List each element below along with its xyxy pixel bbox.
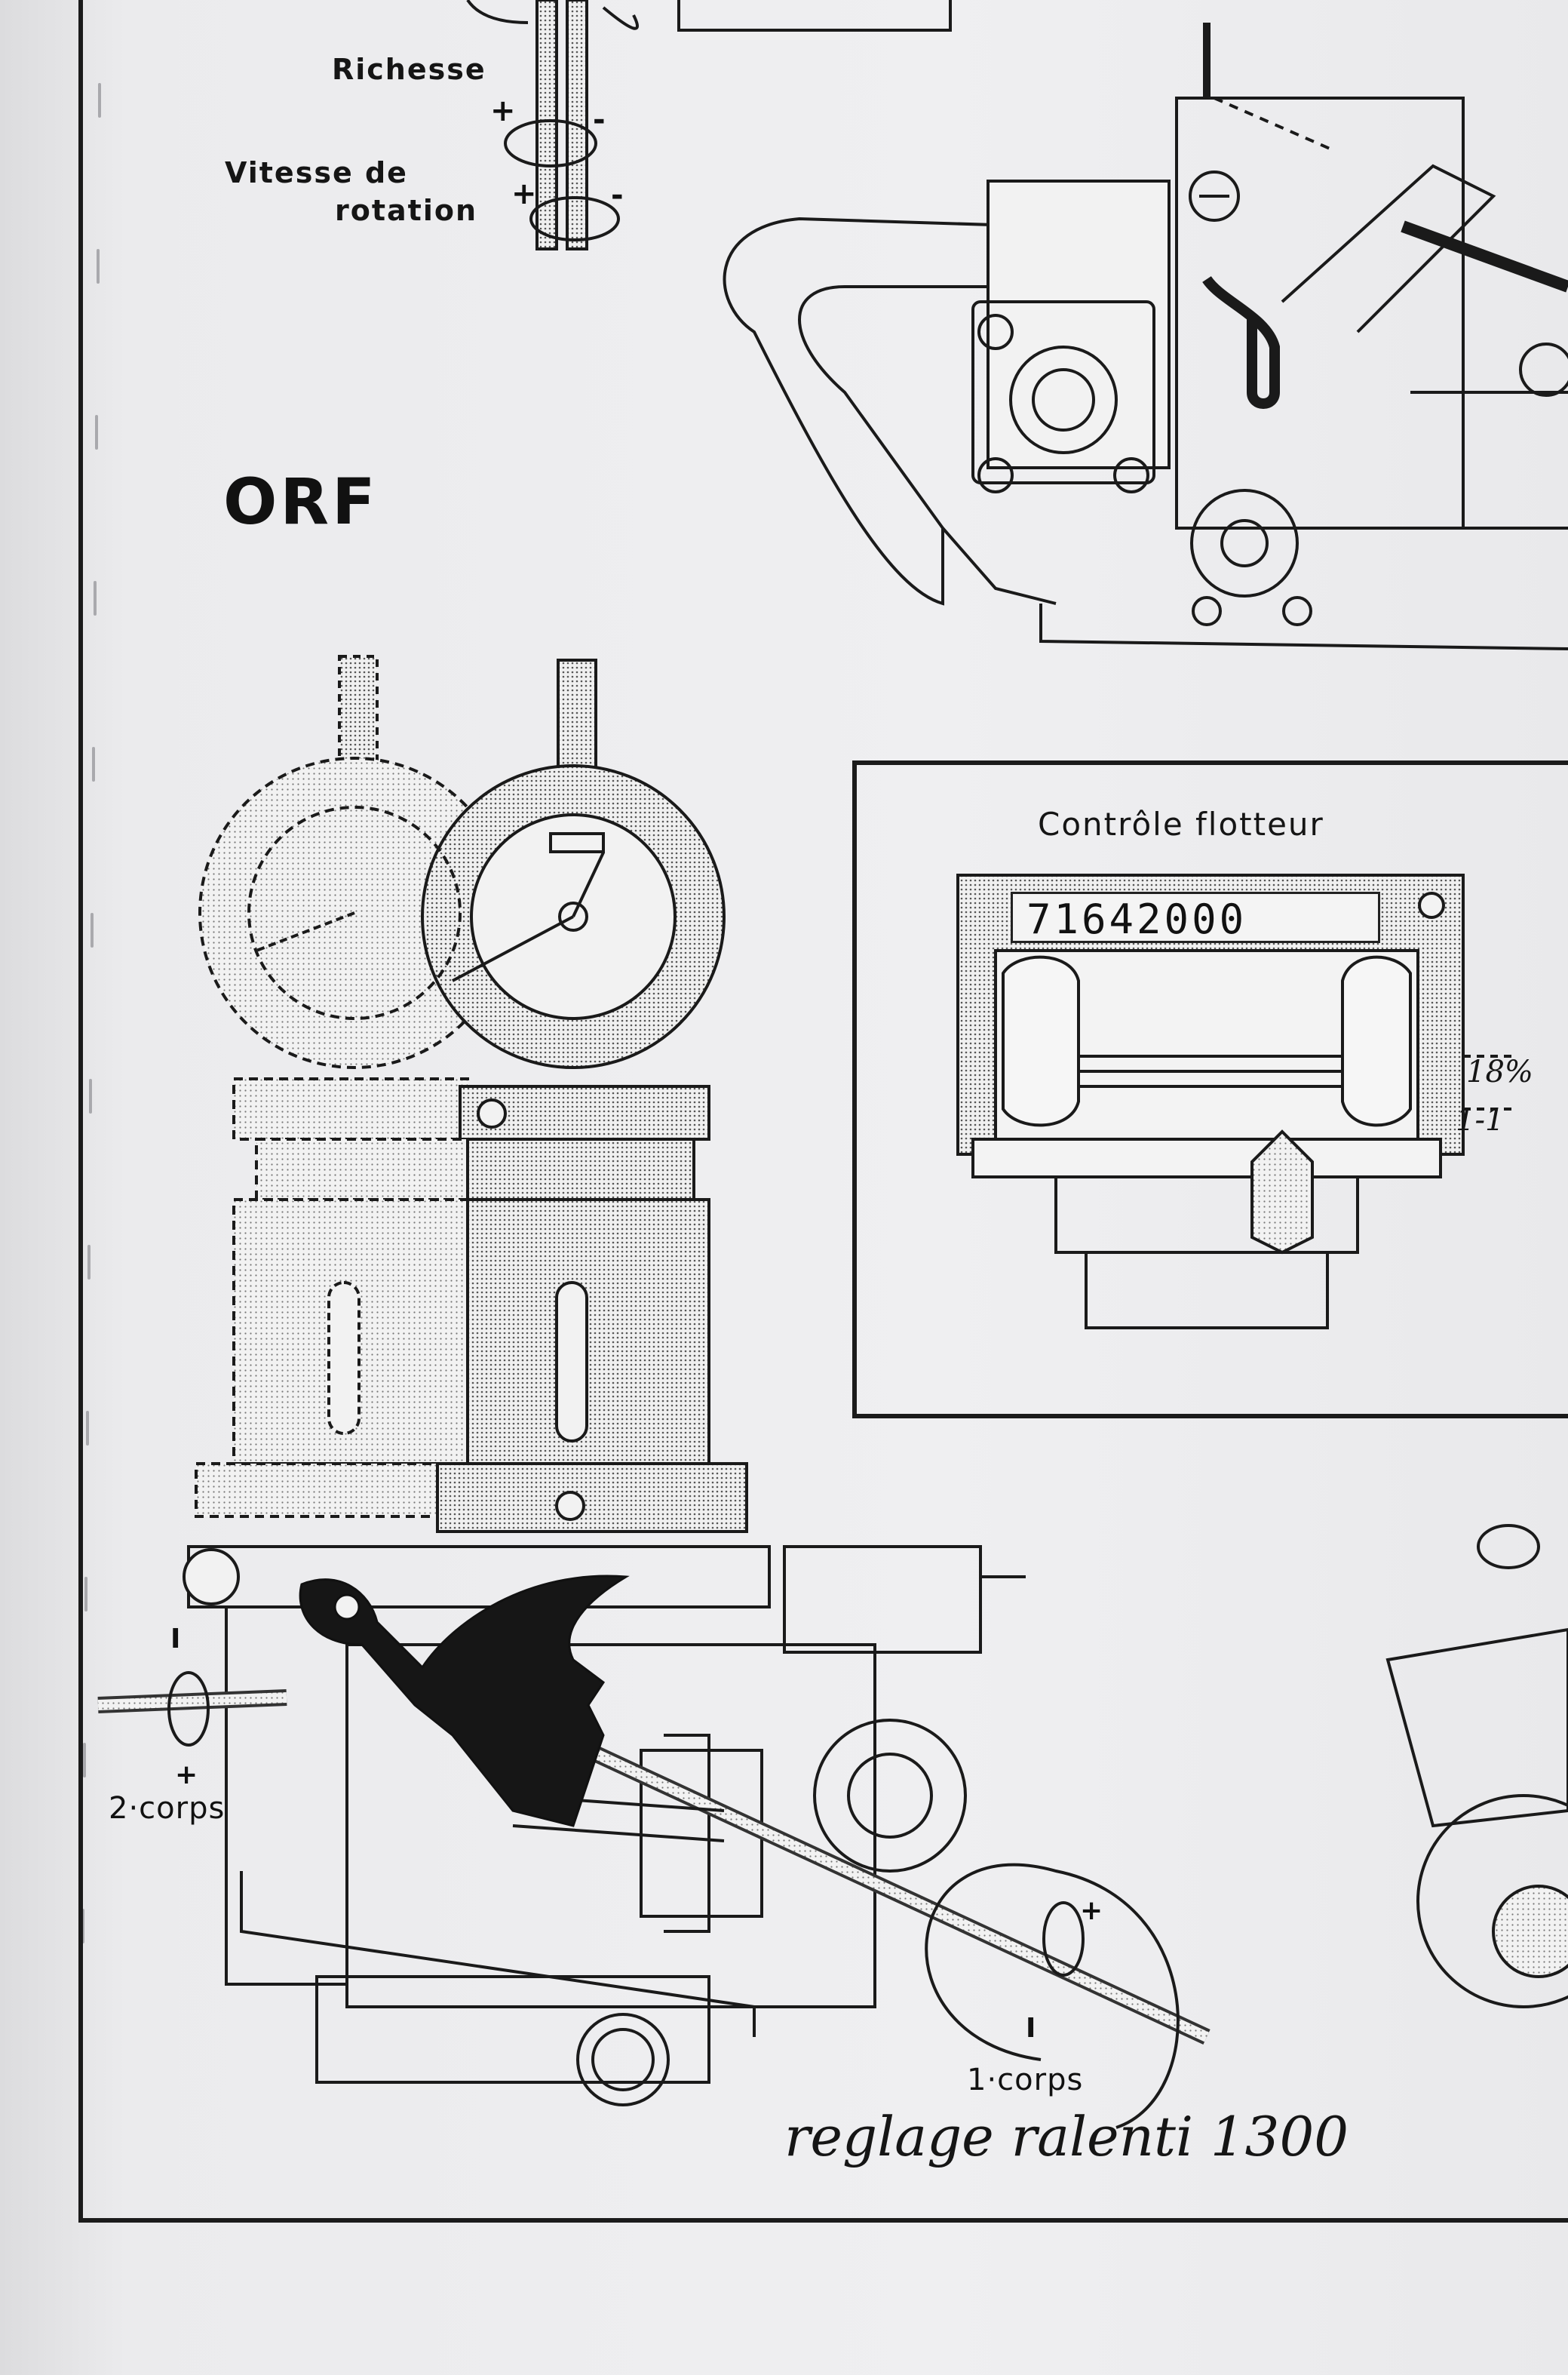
adjustment-screws-top xyxy=(466,0,952,250)
section-title: ORF xyxy=(223,465,379,539)
binder-mark xyxy=(84,1577,87,1611)
svg-text:I: I xyxy=(1026,2013,1036,2044)
gauges-and-stand xyxy=(195,655,748,1533)
rotation-speed-label: Vitesse de rotation xyxy=(225,154,477,229)
svg-text:+: + xyxy=(511,177,537,211)
binder-mark xyxy=(87,1245,91,1280)
handwritten-note: reglage ralenti 1300 xyxy=(784,2105,1349,2168)
lever-pivot xyxy=(333,1593,361,1621)
float-dimension-2: 1-1 xyxy=(1456,1103,1505,1138)
first-body-label: 1·corps xyxy=(967,2063,1084,2097)
float-check-inset xyxy=(852,760,1568,1418)
part-number: 71642000 xyxy=(1011,892,1380,943)
svg-text:+: + xyxy=(1080,1895,1103,1926)
binder-mark xyxy=(97,249,100,284)
binder-mark xyxy=(92,747,95,782)
binder-mark xyxy=(94,581,97,616)
svg-text:+: + xyxy=(490,94,516,128)
binder-mark xyxy=(83,1743,86,1777)
svg-text:-: - xyxy=(593,103,606,137)
page-frame xyxy=(78,0,1568,2223)
richesse-label: Richesse xyxy=(332,53,486,86)
second-body-label: 2·corps xyxy=(109,1791,226,1826)
throttle-lever xyxy=(299,1575,630,1827)
binder-mark xyxy=(98,83,101,118)
carburetor-top-right xyxy=(723,23,1568,650)
float-check-title: Contrôle flotteur xyxy=(1038,806,1324,843)
rotation-speed-line-1: Vitesse de xyxy=(225,156,408,189)
binder-mark xyxy=(91,913,94,948)
float-dimension-1: 18% xyxy=(1466,1055,1533,1089)
rotation-speed-line-2: rotation xyxy=(335,194,478,227)
binder-mark xyxy=(81,1909,84,1943)
binder-mark xyxy=(95,415,98,450)
svg-text:+: + xyxy=(175,1759,198,1790)
binder-mark xyxy=(89,1079,92,1114)
svg-text:I: I xyxy=(170,1624,180,1655)
svg-text:-: - xyxy=(611,178,624,213)
plus-minus-marks-top: + - + - xyxy=(490,94,624,213)
carburetor-orf xyxy=(97,1545,1211,2129)
carburetor-right-edge xyxy=(1385,1524,1568,2008)
plus-minus-marks-orf: I + + I xyxy=(170,1624,1103,2044)
binder-mark xyxy=(86,1411,89,1446)
